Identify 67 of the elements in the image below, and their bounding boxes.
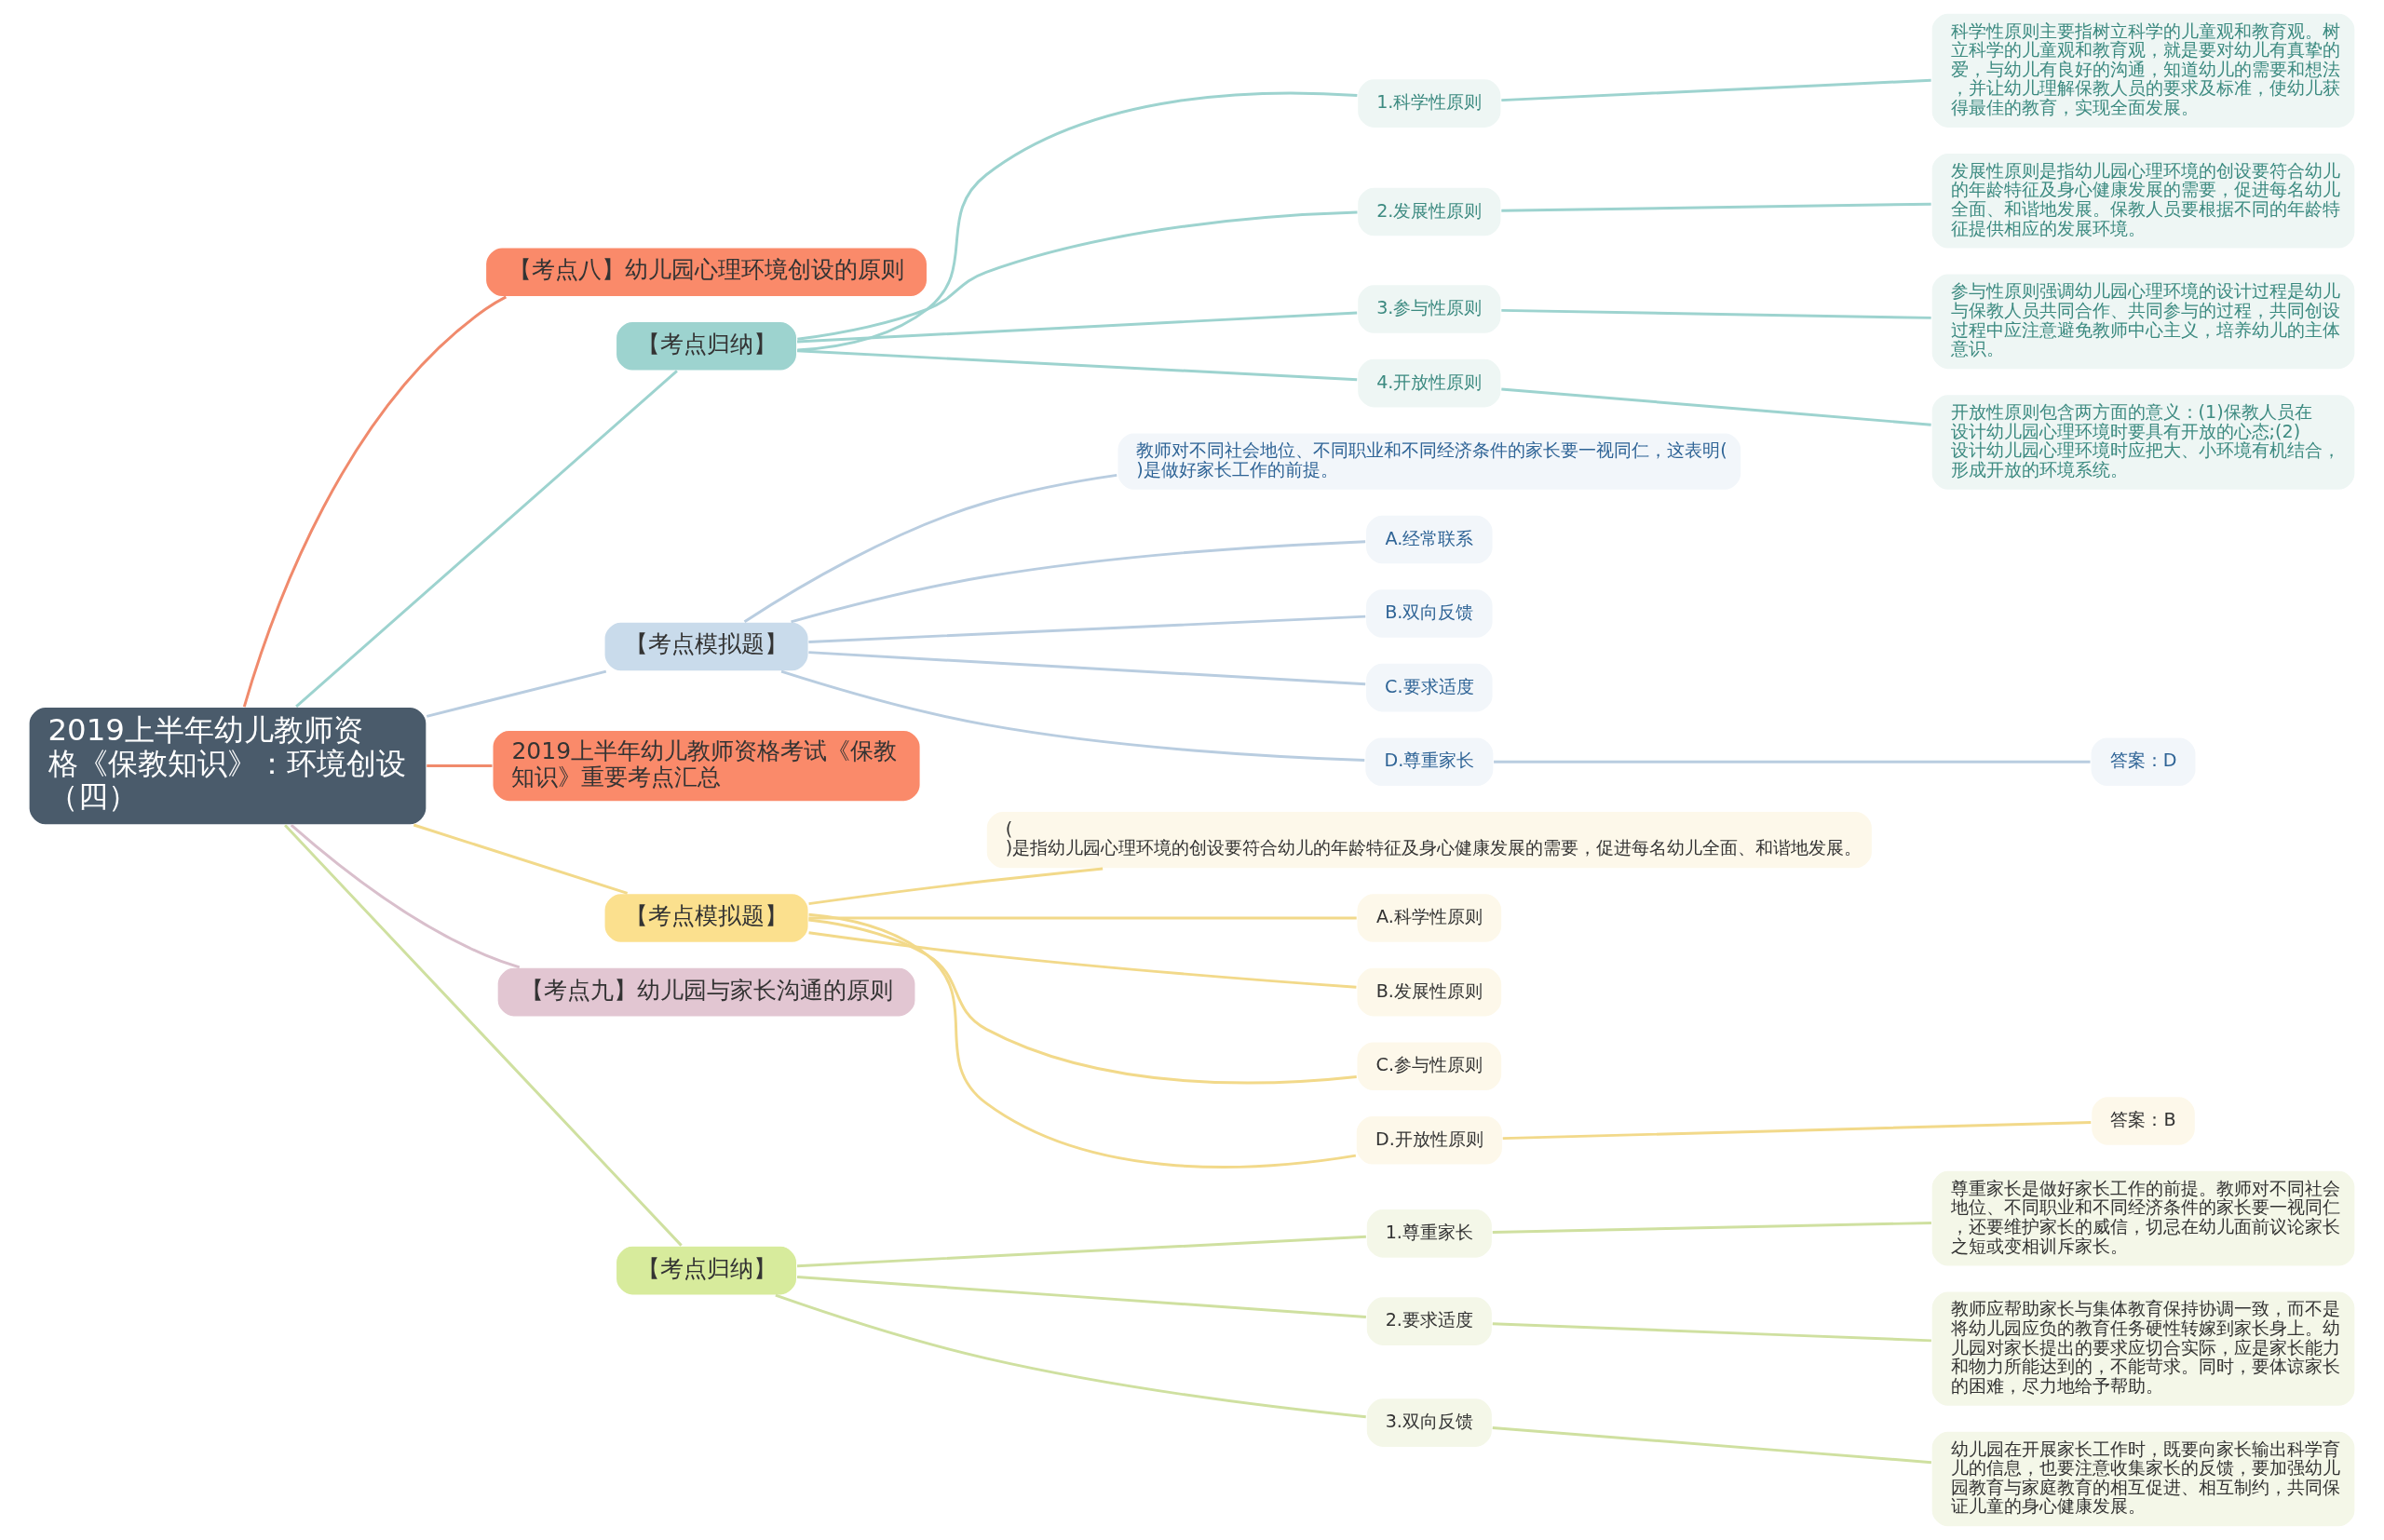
- connector: [1501, 387, 1931, 426]
- node-box: 1.科学性原则: [1356, 77, 1502, 129]
- node-box: 答案：D: [2090, 736, 2197, 788]
- node-box: 【考点归纳】: [615, 320, 798, 372]
- connector: [1492, 1425, 1932, 1465]
- node-box: 2.发展性原则: [1356, 186, 1502, 237]
- connector: [780, 669, 1365, 762]
- node-box: 2019上半年幼儿教师资格考试《保教知识》重要考点汇总: [492, 729, 922, 803]
- node-box: D.尊重家长: [1363, 736, 1495, 788]
- connector: [796, 1275, 1366, 1318]
- node-box: 开放性原则包含两方面的意义：(1)保教人员在设计幼儿园心理环境时要具有开放的心态;(2)设计幼儿园心理环境时应把大、小环境有机结合，形成开放的环境系统。: [1930, 393, 2356, 492]
- connector: [1492, 1322, 1931, 1343]
- connector: [1502, 1121, 2092, 1141]
- connector: [427, 764, 493, 768]
- connector: [1501, 308, 1931, 319]
- node-box: C.要求适度: [1364, 662, 1495, 713]
- connector: [808, 916, 1357, 920]
- connector: [1494, 760, 2091, 763]
- node-box: 科学性原则主要指树立科学的儿童观和教育观。树立科学的儿童观和教育观，就是要对幼儿有真挚的爱，与幼儿有良好的沟通，知道幼儿的需要和想法，并让幼儿理解保教人员的要求及标准，使幼儿获得最佳的教育，实现全面发展。: [1930, 12, 2356, 129]
- node-box: 教师对不同社会地位、不同职业和不同经济条件的家长要一视同仁，这表明( )是做好家长工作的前提。: [1117, 431, 1742, 492]
- connector: [808, 651, 1366, 686]
- node-box: 4.开放性原则: [1356, 358, 1502, 409]
- node-box: 2019上半年幼儿教师资格《保教知识》：环境创设（四）: [28, 706, 427, 826]
- node-box: 尊重家长是做好家长工作的前提。教师对不同社会地位、不同职业和不同经济条件的家长要一视同仁，还要维护家长的威信，切忌在幼儿面前议论家长之短或变相训斥家长。: [1930, 1169, 2356, 1267]
- node-box: 3.参与性原则: [1356, 283, 1502, 335]
- node-box: 【考点八】幼儿园心理环境创设的原则: [484, 247, 928, 298]
- connector: [808, 867, 1104, 906]
- connector: [242, 295, 508, 708]
- connector: [797, 91, 1358, 352]
- node-box: 【考点归纳】: [615, 1245, 798, 1296]
- connector: [775, 1293, 1366, 1419]
- node-box: ( )是指幼儿园心理环境的创设要符合幼儿的年龄特征及身心健康发展的需要，促进每名幼儿全面、和谐地发展。: [985, 810, 1874, 870]
- connector: [808, 931, 1357, 989]
- node-box: 答案：B: [2090, 1095, 2197, 1147]
- connector: [796, 311, 1358, 344]
- connector: [808, 615, 1366, 643]
- connector: [1501, 78, 1931, 102]
- node-box: 教师应帮助家长与集体教育保持协调一致，而不是将幼儿园应负的教育任务硬性转嫁到家长身上。幼儿园对家长提出的要求应切合实际，应是家长能力和物力所能达到的，不能苛求。同时，要体谅家长的困难，尽力地给予帮助。: [1930, 1290, 2356, 1408]
- node-box: 幼儿园在开展家长工作时，既要向家长输出科学育儿的信息，也要注意收集家长的反馈，要加强幼儿园教育与家庭教育的相互促进、相互制约，共同保证儿童的身心健康发展。: [1930, 1430, 2356, 1528]
- connector: [413, 823, 629, 895]
- node-box: 参与性原则强调幼儿园心理环境的设计过程是幼儿与保教人员共同合作、共同参与的过程，共同创设过程中应注意避免教师中心主义，培养幼儿的主体意识。: [1930, 273, 2356, 371]
- node-box: 【考点模拟题】: [603, 621, 810, 672]
- node-box: B.发展性原则: [1356, 966, 1503, 1018]
- connector: [295, 370, 678, 709]
- connector: [1501, 202, 1931, 212]
- connector: [808, 912, 1357, 1169]
- connector: [284, 824, 683, 1247]
- node-box: A.科学性原则: [1356, 892, 1503, 944]
- connector: [791, 540, 1366, 624]
- connector: [426, 669, 607, 718]
- node-box: 【考点模拟题】: [603, 892, 810, 944]
- connector: [797, 210, 1358, 341]
- node-box: 发展性原则是指幼儿园心理环境的创设要符合幼儿的年龄特征及身心健康发展的需要，促进每名幼儿全面、和谐地发展。保教人员要根据不同的年龄特征提供相应的发展环境。: [1930, 152, 2356, 250]
- connector: [1492, 1222, 1931, 1234]
- node-box: 【考点九】幼儿园与家长沟通的原则: [496, 966, 916, 1018]
- node-box: 2.要求适度: [1365, 1295, 1494, 1347]
- node-box: 1.尊重家长: [1365, 1208, 1494, 1260]
- node-box: D.开放性原则: [1355, 1114, 1504, 1166]
- node-box: C.参与性原则: [1356, 1040, 1503, 1092]
- connector: [796, 349, 1358, 382]
- node-box: B.双向反馈: [1364, 588, 1495, 640]
- node-box: A.经常联系: [1364, 514, 1495, 565]
- connector: [796, 1235, 1366, 1268]
- connector: [808, 918, 1357, 1085]
- connector: [743, 473, 1118, 623]
- node-box: 3.双向反馈: [1365, 1397, 1494, 1449]
- connector: [290, 823, 521, 969]
